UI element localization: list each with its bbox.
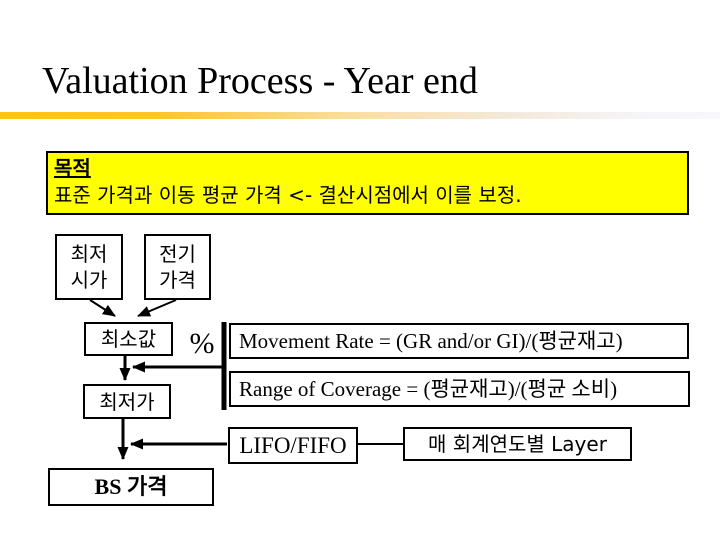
purpose-callout: 목적 표준 가격과 이동 평균 가격 <- 결산시점에서 이를 보정. (46, 151, 689, 215)
node-fiscal-year-layer: 매 회계연도별 Layer (403, 427, 632, 461)
node-lowest-market-line2: 시가 (70, 268, 108, 292)
node-lifo-fifo: LIFO/FIFO (228, 427, 358, 464)
percent-label: % (189, 327, 215, 360)
purpose-body: 표준 가격과 이동 평균 가격 <- 결산시점에서 이를 보정. (54, 183, 522, 207)
node-previous-period-line1: 전기 (159, 242, 196, 266)
arrow-prev-period-to-minimum (137, 299, 177, 317)
node-lowest-market-line1: 최저 (70, 242, 108, 266)
node-minimum-value: 최소값 (84, 322, 173, 356)
slide-title: Valuation Process - Year end (42, 60, 478, 102)
node-movement-rate-formula: Movement Rate = (GR and/or GI)/(평균재고) (229, 323, 689, 359)
purpose-heading: 목적 (54, 156, 91, 180)
title-accent-bar (0, 112, 720, 119)
arrow-lowest-market-to-minimum (89, 299, 116, 317)
node-lowest-market-price: 최저 시가 (55, 234, 123, 300)
node-previous-period-line2: 가격 (159, 268, 196, 292)
node-previous-period-price: 전기 가격 (144, 234, 211, 300)
node-lowest-price: 최저가 (83, 384, 171, 419)
node-range-of-coverage-formula: Range of Coverage = (평균재고)/(평균 소비) (229, 371, 690, 407)
node-bs-price: BS 가격 (48, 468, 214, 506)
